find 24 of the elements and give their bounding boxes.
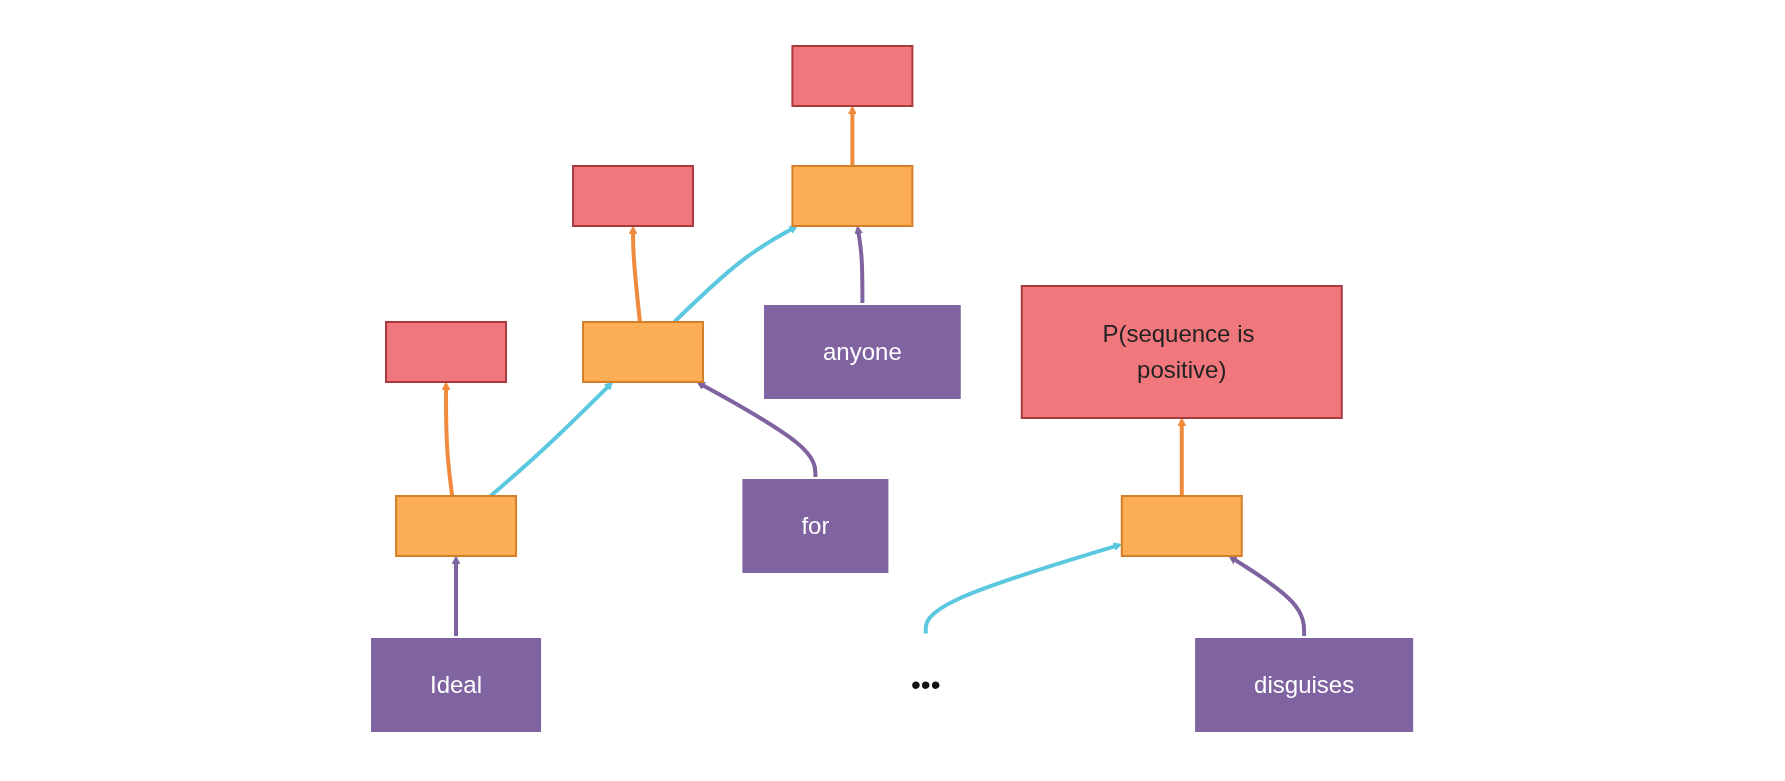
- arrow: [848, 105, 858, 166]
- arrow: [673, 225, 799, 323]
- node-box: [791, 44, 914, 107]
- node-box: P(sequence is positive): [1021, 284, 1344, 419]
- node-text: •••: [911, 668, 941, 700]
- arrow: [489, 381, 614, 497]
- node-box: for: [740, 476, 891, 575]
- node-box: disguises: [1193, 635, 1416, 734]
- arrow: [1228, 555, 1307, 637]
- arrow: [924, 541, 1123, 634]
- node-box: [572, 164, 695, 227]
- node-box: Ideal: [369, 635, 544, 734]
- node-box: [385, 320, 508, 383]
- node-box: [395, 494, 518, 557]
- node-box: [1121, 494, 1244, 557]
- arrow: [696, 381, 818, 478]
- node-box: [791, 164, 914, 227]
- node-box: anyone: [762, 302, 964, 401]
- arrow: [629, 225, 643, 322]
- arrow: [1177, 417, 1187, 496]
- arrow: [442, 381, 455, 496]
- arrow: [854, 225, 865, 304]
- arrow: [452, 555, 461, 637]
- node-box: [582, 320, 705, 383]
